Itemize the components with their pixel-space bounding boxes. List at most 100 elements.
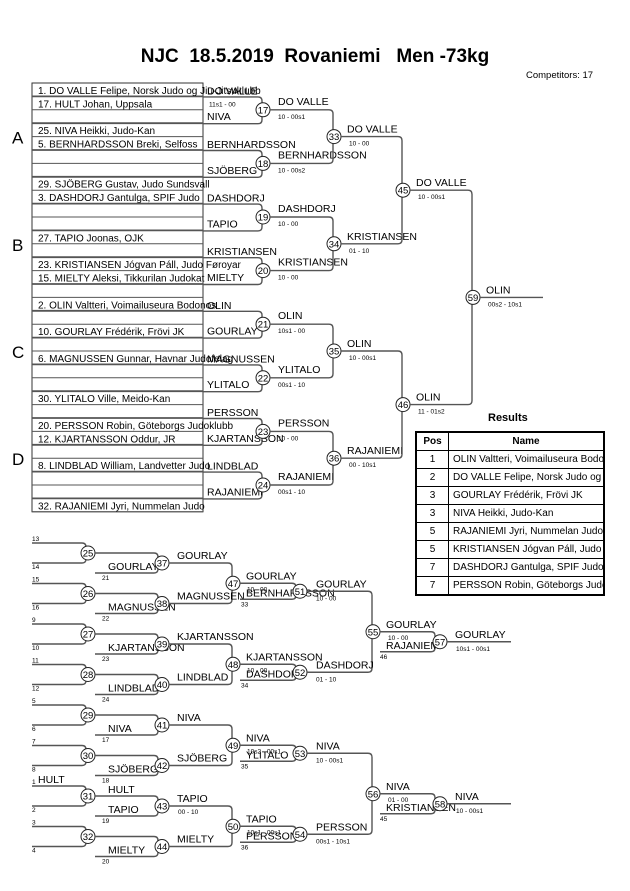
match-number: 46 [398, 400, 409, 411]
results-name: DO VALLE Felipe, Norsk Judo og Jiu-Jitsu… [448, 468, 605, 487]
draw-entry: 10. GOURLAY Frédérik, Frövi JK [38, 327, 185, 338]
draw-entry: 8. LINDBLAD William, Landvetter Judo [38, 461, 211, 472]
winner-name: YLITALO [278, 364, 320, 376]
winner-name: LINDBLAD [177, 672, 229, 684]
pool-label: B [12, 236, 23, 255]
draw-entry: 12. KJARTANSSON Oddur, JR [38, 434, 175, 445]
draw-entry: 30. YLITALO Ville, Meido-Kan [38, 394, 170, 405]
match-number: 35 [329, 347, 340, 358]
seed-ref: 16 [32, 605, 40, 612]
competitor-name: RAJANIEMI [386, 640, 442, 652]
bracket-connector [32, 542, 87, 564]
competitor-name: RAJANIEMI [207, 486, 263, 498]
results-pos: 5 [415, 522, 449, 541]
competitor-name: TAPIO [108, 804, 139, 816]
match-number: 48 [228, 660, 239, 671]
draw-entry: 25. NIVA Heikki, Judo-Kan [38, 126, 155, 137]
competitor-name: NIVA [108, 723, 132, 735]
match-score: 11s1 - 00 [209, 101, 236, 108]
winner-name: TAPIO [246, 813, 277, 825]
winner-name: DO VALLE [347, 124, 398, 136]
winner-name: DASHDORJ [278, 203, 336, 215]
match-score: 00 - 10 [178, 809, 199, 816]
match-number: 19 [258, 213, 269, 224]
results-row: 2DO VALLE Felipe, Norsk Judo og Jiu-Jits… [415, 468, 605, 487]
match-number: 28 [83, 670, 94, 681]
match-number: 17 [258, 105, 269, 116]
match-score: 11 - 01s2 [418, 409, 445, 416]
competitor-name: YLITALO [207, 379, 249, 391]
seed-ref: 45 [380, 816, 388, 823]
winner-name: GOURLAY [177, 550, 228, 562]
seed-ref: 15 [32, 577, 40, 584]
draw-entry: 27. TAPIO Joonas, OJK [38, 233, 144, 244]
competitor-name: MIELTY [207, 272, 244, 284]
match-number: 41 [157, 721, 168, 732]
bracket-connector [341, 350, 403, 459]
match-number: 22 [258, 373, 269, 384]
results-pos: 3 [415, 486, 449, 505]
winner-name: GOURLAY [246, 570, 297, 582]
match-score: 10s2 - 00s1 [247, 748, 281, 755]
bracket-connector [32, 623, 87, 645]
match-number: 33 [329, 132, 340, 143]
draw-entry: 5. BERNHARDSSON Breki, Selfoss [38, 140, 198, 151]
match-score: 10 - 00s1 [316, 757, 343, 764]
pool-label: C [12, 343, 24, 362]
bracket-connector [32, 785, 87, 807]
match-score: 10 - 00 [247, 586, 268, 593]
match-number: 59 [468, 293, 479, 304]
seed-ref: 1 [32, 779, 36, 786]
match-number: 38 [157, 599, 168, 610]
results-pos: 7 [415, 576, 449, 596]
results-name: KRISTIANSEN Jógvan Páll, Judo Føroyar [448, 540, 605, 559]
page-title: NJC 18.5.2019 Rovaniemi Men -73kg [140, 46, 490, 67]
competitor-name: BERNHARDSSON [246, 587, 335, 599]
seed-ref: 21 [102, 575, 110, 582]
winner-name: PERSSON [316, 821, 367, 833]
match-number: 27 [83, 630, 94, 641]
match-score: 10 - 00 [278, 275, 299, 282]
match-number: 49 [228, 741, 239, 752]
bracket-connector [410, 189, 473, 406]
bracket-connector [32, 825, 87, 848]
winner-name: NIVA [455, 791, 479, 803]
competitor-name: PERSSON [246, 830, 297, 842]
seed-ref: 36 [241, 844, 249, 851]
match-score: 10 - 00 [388, 635, 409, 642]
match-number: 53 [295, 749, 306, 760]
winner-name: NIVA [316, 740, 340, 752]
match-number: 43 [157, 802, 168, 813]
match-score: 00s2 - 10s1 [488, 301, 522, 308]
results-name: GOURLAY Frédérik, Frövi JK [448, 486, 605, 505]
seed-ref: 34 [241, 682, 249, 689]
match-score: 10 - 00s1 [278, 114, 305, 121]
winner-name: OLIN [278, 310, 303, 322]
match-score: 01 - 10 [316, 676, 337, 683]
match-number: 42 [157, 761, 168, 772]
match-number: 39 [157, 640, 168, 651]
draw-entry: 2. OLIN Valtteri, Voimailuseura Bodonos [38, 300, 216, 311]
match-number: 51 [295, 587, 306, 598]
results-name: DASHDORJ Gantulga, SPIF Judo [448, 558, 605, 577]
winner-name: PERSSON [278, 417, 329, 429]
match-number: 37 [157, 559, 168, 570]
competitor-name: DASHDORJ [246, 668, 304, 680]
competitor-name: GOURLAY [108, 561, 159, 573]
bracket-connector [32, 582, 87, 605]
competitor-name: BERNHARDSSON [207, 139, 296, 151]
match-number: 54 [295, 830, 306, 841]
match-number: 32 [83, 832, 94, 843]
draw-entry: 1. DO VALLE Felipe, Norsk Judo og Jiu-Ji… [38, 86, 261, 97]
match-score: 01 - 00 [388, 797, 409, 804]
match-number: 52 [295, 668, 306, 679]
seed-ref: 24 [102, 697, 110, 704]
seed-ref: 12 [32, 686, 40, 693]
match-score: 10 - 00 [278, 435, 299, 442]
seed-ref: 9 [32, 617, 36, 624]
competitor-name: HULT [108, 784, 135, 796]
winner-name: NIVA [386, 781, 410, 793]
results-pos: 3 [415, 504, 449, 523]
